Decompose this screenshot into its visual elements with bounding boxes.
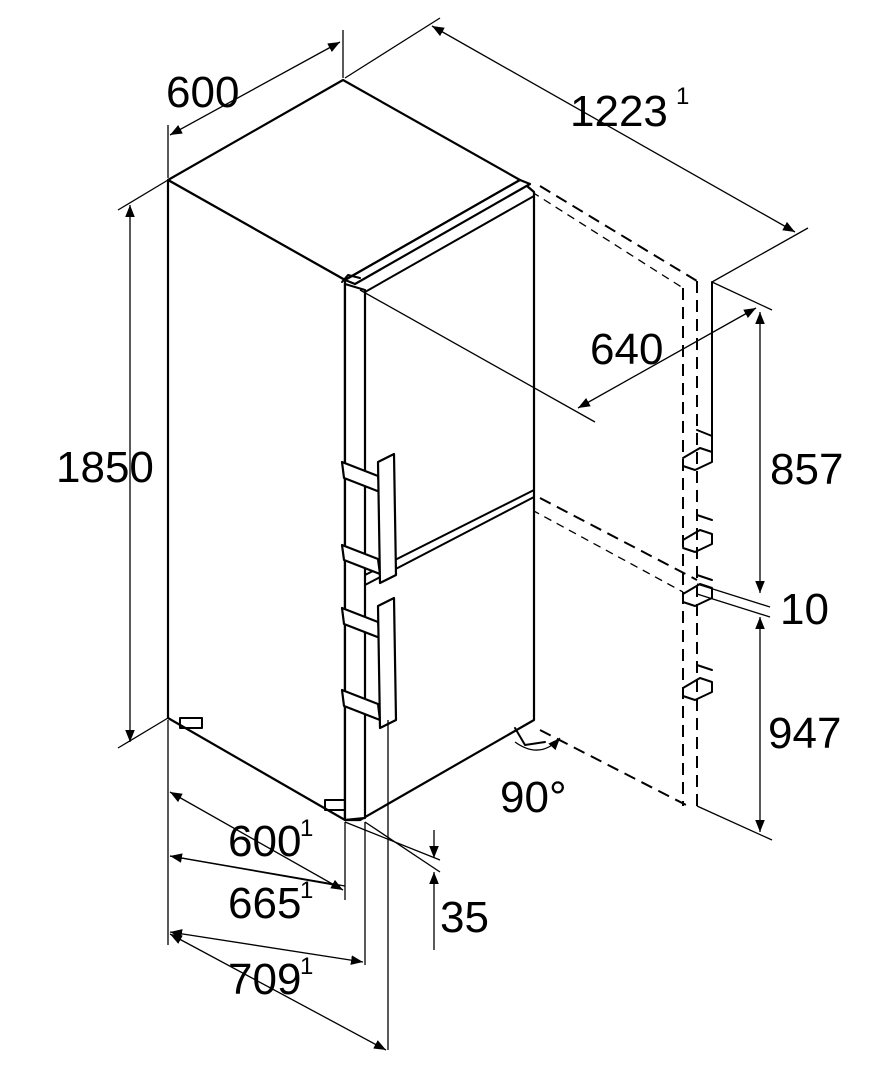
interior-depth-line bbox=[359, 289, 596, 423]
note-depth-door-open: 1 bbox=[676, 83, 689, 110]
label-height: 1850 bbox=[56, 443, 154, 492]
note-depth-with-door: 1 bbox=[300, 877, 313, 904]
label-lower-door-height: 947 bbox=[768, 709, 841, 758]
label-upper-door-height: 857 bbox=[770, 445, 843, 494]
label-width-top: 600 bbox=[166, 68, 239, 117]
label-opening-angle: 90° bbox=[500, 773, 567, 822]
dimension-labels: 600 1223 1 1850 640 857 10 947 90° 600 1… bbox=[56, 68, 843, 1004]
label-handle-projection: 35 bbox=[440, 893, 489, 942]
label-door-swing-depth: 640 bbox=[590, 325, 663, 374]
note-depth-with-handle: 1 bbox=[300, 953, 313, 980]
label-depth-door-open: 1223 bbox=[570, 87, 668, 136]
label-depth-body: 600 bbox=[228, 817, 301, 866]
note-depth-body: 1 bbox=[300, 815, 313, 842]
label-depth-with-handle: 709 bbox=[228, 955, 301, 1004]
label-door-gap: 10 bbox=[780, 585, 829, 634]
label-depth-with-door: 665 bbox=[228, 879, 301, 928]
open-door-outline bbox=[531, 185, 698, 807]
closed-door-handles bbox=[340, 274, 398, 730]
dimension-lines bbox=[117, 17, 809, 1051]
